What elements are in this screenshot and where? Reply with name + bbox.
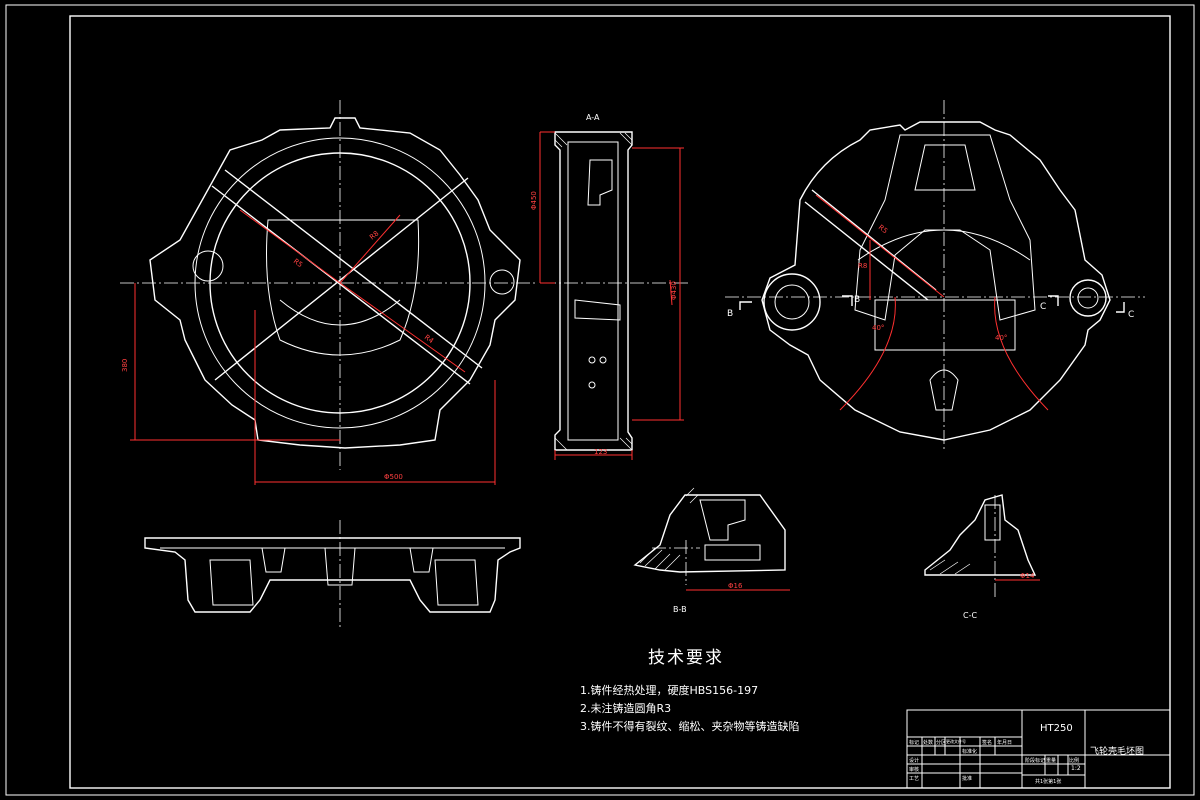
- sheet-count: 共1张第1张: [1035, 779, 1062, 785]
- dim-front-height: 380: [121, 359, 129, 372]
- outer-border: [5, 4, 1195, 796]
- dim-cc: Φ14: [1020, 572, 1035, 580]
- marker-b-right: B: [854, 295, 860, 305]
- header-sign: 签名: [982, 740, 993, 746]
- header-count: 处数: [923, 740, 934, 746]
- stage-label: 阶段标记: [1025, 758, 1046, 764]
- dim-side-height: Φ430: [670, 281, 678, 300]
- dim-side-top: Φ450: [530, 191, 538, 210]
- dim-front-width: Φ500: [384, 473, 403, 481]
- dim-rear-r: R8: [858, 262, 867, 270]
- header-zone: 分区: [936, 740, 947, 746]
- title-block-grid: [906, 709, 1171, 789]
- row-label-process: 工艺: [909, 776, 920, 782]
- dim-angle-right: 40°: [995, 334, 1007, 342]
- dim-angle-left: 40°: [872, 324, 884, 332]
- marker-c-right: C: [1128, 310, 1134, 320]
- dim-rear-diag: R5: [877, 223, 889, 235]
- bottom-view: [144, 520, 521, 630]
- header-date: 年月日: [997, 740, 1013, 746]
- section-a-a-view: A-A Φ450 Φ430 123: [530, 113, 690, 460]
- row-label-design: 设计: [909, 758, 920, 764]
- marker-c-left: C: [1040, 302, 1046, 312]
- marker-b-left: B: [727, 309, 733, 319]
- notes-title: 技术要求: [648, 648, 724, 668]
- label-section-c-c: C-C: [963, 611, 977, 620]
- dim-front-diag-1: R5: [292, 257, 304, 269]
- section-b-b-view: Φ16 B-B: [633, 487, 790, 614]
- row-label-review: 审核: [909, 767, 920, 773]
- scale-value: 1:2: [1071, 765, 1081, 772]
- label-section-b-b: B-B: [673, 605, 687, 614]
- note-item-3: 3.铸件不得有裂纹、缩松、夹杂物等铸造缺陷: [580, 720, 800, 733]
- rear-view: R5 R8 40° 40° B B C C: [725, 100, 1145, 450]
- dim-side-width: 123: [594, 448, 607, 456]
- header-change-doc: 更改文件号: [946, 739, 966, 744]
- section-c-c-view: Φ14 C-C: [924, 494, 1040, 620]
- standard-label: 标准化: [962, 749, 978, 755]
- row-label-mark: 标记: [909, 740, 920, 746]
- ratio-label: 比例: [1069, 758, 1080, 764]
- inner-frame: [69, 15, 1171, 789]
- note-item-1: 1.铸件经热处理，硬度HBS156-197: [580, 684, 759, 697]
- note-item-2: 2.未注铸造圆角R3: [580, 702, 672, 715]
- dim-bb: Φ16: [728, 582, 743, 590]
- drawing-title: 飞轮壳毛坯图: [1090, 747, 1145, 757]
- material-label: HT250: [1040, 723, 1073, 734]
- front-view: Φ500 380 R5 R8 R4: [120, 100, 535, 485]
- label-section-a-a: A-A: [586, 113, 600, 122]
- approve-label: 批准: [962, 776, 973, 782]
- weight-label: 重量: [1046, 758, 1057, 764]
